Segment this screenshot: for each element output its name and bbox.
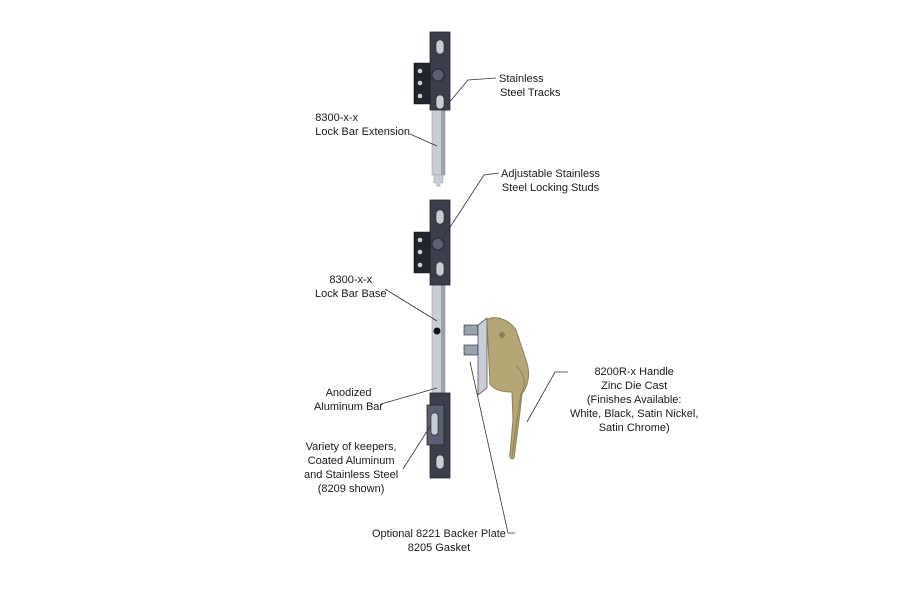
leader-locking-studs	[440, 172, 500, 242]
label-line: Coated Aluminum	[307, 455, 395, 467]
extension-track-slot-1	[435, 39, 445, 55]
base-track-slot-2	[435, 261, 445, 277]
lock-bar-extension	[413, 31, 451, 187]
base-bracket-hole-2	[417, 249, 423, 255]
leader-keepers	[402, 424, 432, 470]
label-stainless-tracks: Stainless Steel Tracks	[499, 72, 561, 100]
label-line: Lock Bar Base	[315, 288, 387, 300]
label-line: Anodized	[325, 387, 372, 399]
label-line: Zinc Die Cast	[601, 380, 668, 392]
base-bracket-hole-3	[417, 262, 423, 268]
label-line: (Finishes Available:	[586, 394, 682, 406]
extension-tab	[433, 174, 444, 187]
label-lock-bar-extension: 8300-x-x Lock Bar Extension	[315, 111, 410, 139]
handle-lever-edge	[511, 365, 525, 457]
base-bracket-hole-1	[417, 237, 423, 243]
label-line: Steel Locking Studs	[501, 182, 600, 194]
label-line: 8300-x-x	[315, 112, 359, 124]
handle-body-8200R	[486, 317, 530, 460]
leader-aluminum-bar	[380, 387, 438, 405]
handle-pivot	[499, 332, 505, 338]
label-line: Satin Chrome)	[598, 422, 670, 434]
label-line: Optional 8221 Backer Plate	[372, 528, 506, 540]
leader-lock-bar-base	[384, 288, 438, 322]
base-aluminum-shade	[441, 205, 445, 475]
leader-lines	[380, 77, 568, 534]
label-line: Steel Tracks	[500, 87, 561, 99]
leader-lock-bar-extension	[409, 133, 438, 147]
label-line: White, Black, Satin Nickel,	[570, 408, 699, 420]
label-line: Lock Bar Extension	[315, 126, 410, 138]
label-keepers: Variety of keepers, Coated Aluminum and …	[304, 440, 398, 496]
label-line: Adjustable Stainless	[501, 168, 601, 180]
handle-assembly	[463, 317, 530, 460]
extension-bracket-hole-2	[417, 80, 423, 86]
label-line: (8209 shown)	[317, 483, 385, 495]
extension-bracket-hole-1	[417, 68, 423, 74]
backer-plate	[463, 324, 479, 336]
label-lock-bar-base: 8300-x-x Lock Bar Base	[315, 273, 387, 301]
label-line: 8200R-x Handle	[594, 366, 674, 378]
leader-handle	[526, 371, 568, 423]
label-line: and Stainless Steel	[304, 469, 399, 481]
label-aluminum-bar: Anodized Aluminum Bar	[314, 386, 383, 414]
lock-bar-base	[413, 199, 451, 479]
extension-track-slot-2	[435, 94, 445, 110]
label-line: Stainless	[499, 73, 544, 85]
label-handle: 8200R-x Handle Zinc Die Cast (Finishes A…	[570, 365, 698, 435]
extension-bracket-hole-3	[417, 93, 423, 99]
keeper-slot	[430, 412, 439, 436]
label-backer-plate: Optional 8221 Backer Plate 8205 Gasket	[372, 527, 506, 555]
base-track-slot-1	[435, 209, 445, 225]
label-line: Aluminum Bar	[314, 401, 384, 413]
label-locking-studs: Adjustable Stainless Steel Locking Studs	[501, 167, 600, 195]
extension-locking-stud	[431, 68, 445, 82]
label-line: Variety of keepers,	[305, 441, 397, 453]
label-line: 8205 Gasket	[407, 542, 471, 554]
base-pin-hole	[433, 327, 441, 335]
base-track-slot-3	[435, 454, 445, 470]
leader-backer-plate	[469, 361, 515, 534]
backer-plate-lower	[463, 344, 479, 356]
label-line: 8300-x-x	[329, 274, 373, 286]
leader-stainless-tracks	[446, 77, 497, 106]
gasket-8205	[477, 317, 488, 396]
